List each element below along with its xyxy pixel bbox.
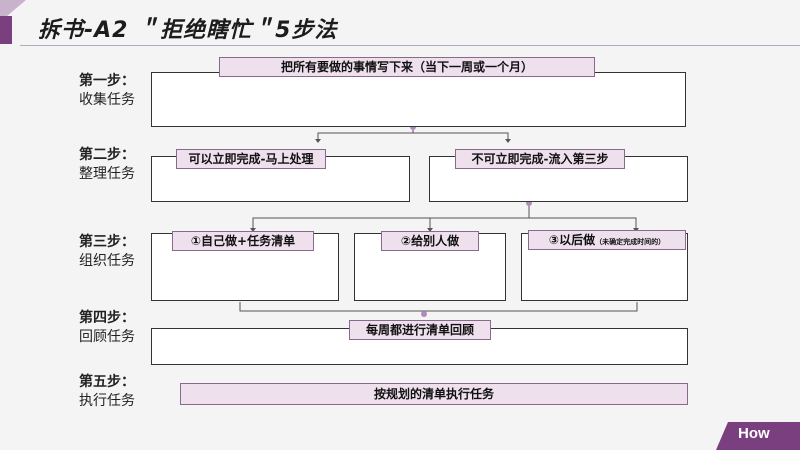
collect-tag: 把所有要做的事情写下来（当下一周或一个月）: [219, 57, 595, 77]
step-3-label: 第三步： 组织任务: [79, 233, 135, 271]
sort-right-tag: 不可立即完成-流入第三步: [455, 149, 625, 169]
organize-tag-3-main: ③以后做: [548, 233, 596, 247]
step-5-number: 第五步：: [79, 374, 135, 390]
title-divider: [20, 45, 800, 46]
organize-tag-1: ①自己做+任务清单: [172, 231, 314, 251]
step-2-number: 第二步：: [79, 147, 135, 163]
step-1-name: 收集任务: [79, 92, 135, 108]
step-2-label: 第二步： 整理任务: [79, 146, 135, 184]
page-title: 拆书-A2 ＂拒绝瞎忙＂5步法: [38, 18, 338, 43]
step-5-label: 第五步： 执行任务: [79, 373, 135, 411]
step-1-label: 第一步： 收集任务: [79, 72, 135, 110]
execute-bar: 按规划的清单执行任务: [180, 383, 688, 405]
step-2-name: 整理任务: [79, 166, 135, 182]
sort-left-tag: 可以立即完成-马上处理: [176, 149, 326, 169]
review-tag: 每周都进行清单回顾: [349, 320, 491, 340]
how-label: How: [738, 425, 770, 442]
organize-tag-3-note: （未确定完成时间的）: [595, 238, 666, 246]
step-4-label: 第四步： 回顾任务: [79, 309, 135, 347]
corner-accent-bar: [0, 16, 12, 44]
collect-box: [151, 72, 686, 127]
step-4-number: 第四步：: [79, 310, 135, 326]
step-3-name: 组织任务: [79, 253, 135, 269]
organize-tag-3: ③以后做（未确定完成时间的）: [528, 230, 686, 250]
step-3-number: 第三步：: [79, 234, 135, 250]
organize-tag-2: ②给别人做: [381, 231, 479, 251]
step-4-name: 回顾任务: [79, 329, 135, 345]
step-5-name: 执行任务: [79, 393, 135, 409]
step-1-number: 第一步：: [79, 73, 135, 89]
how-tab: [716, 422, 800, 450]
